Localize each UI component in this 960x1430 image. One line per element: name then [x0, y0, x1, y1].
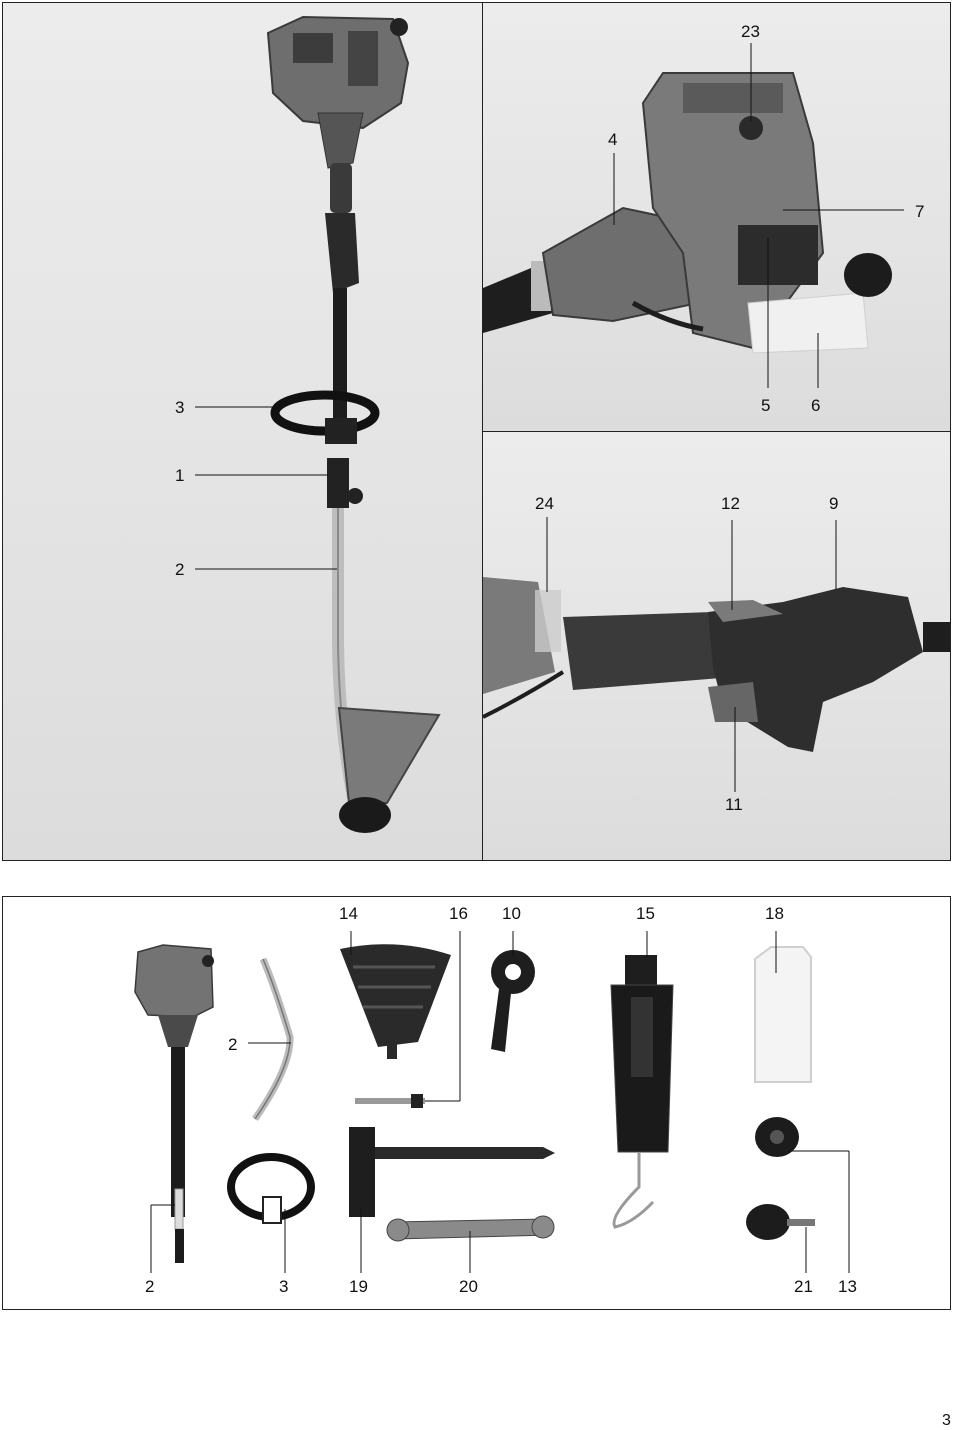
trimmer-full-illustration: [195, 15, 441, 833]
callout-13: 13: [838, 1277, 857, 1296]
callout-2-engine-shaft: 2: [145, 1277, 155, 1296]
handle-closeup-illustration: [483, 517, 950, 792]
callout-11: 11: [725, 795, 743, 814]
parts-overview-illustration: [134, 931, 850, 1273]
callout-2-shaft: 2: [228, 1035, 238, 1054]
figure-1-engine-panel: 23 4 7 5 6: [482, 2, 951, 432]
callout-18: 18: [765, 904, 784, 923]
callout-3-handle: 3: [279, 1277, 289, 1296]
callout-12: 12: [721, 494, 740, 513]
figure-1-left-panel: 3 1 2: [2, 2, 483, 861]
figure-2-parts-panel: 14 16 10 15 18 2 2 3 19 20 21 13: [2, 896, 951, 1310]
callout-24: 24: [535, 494, 554, 513]
callout-19: 19: [349, 1277, 368, 1296]
callout-23: 23: [741, 22, 760, 41]
callout-20: 20: [459, 1277, 478, 1296]
callout-9: 9: [829, 494, 839, 513]
engine-closeup-illustration: [483, 43, 904, 388]
callout-6: 6: [811, 396, 821, 415]
callout-16: 16: [449, 904, 468, 923]
page-number: 3: [942, 1412, 951, 1429]
callout-14: 14: [339, 904, 358, 923]
callout-15: 15: [636, 904, 655, 923]
callout-10: 10: [502, 904, 521, 923]
figure-1-handle-panel: 24 12 9 11: [482, 431, 951, 861]
callout-7: 7: [915, 202, 925, 221]
callout-3: 3: [175, 398, 185, 417]
callout-2: 2: [175, 560, 185, 579]
callout-21: 21: [794, 1277, 813, 1296]
callout-4: 4: [608, 130, 618, 149]
callout-5: 5: [761, 396, 771, 415]
callout-1: 1: [175, 466, 185, 485]
